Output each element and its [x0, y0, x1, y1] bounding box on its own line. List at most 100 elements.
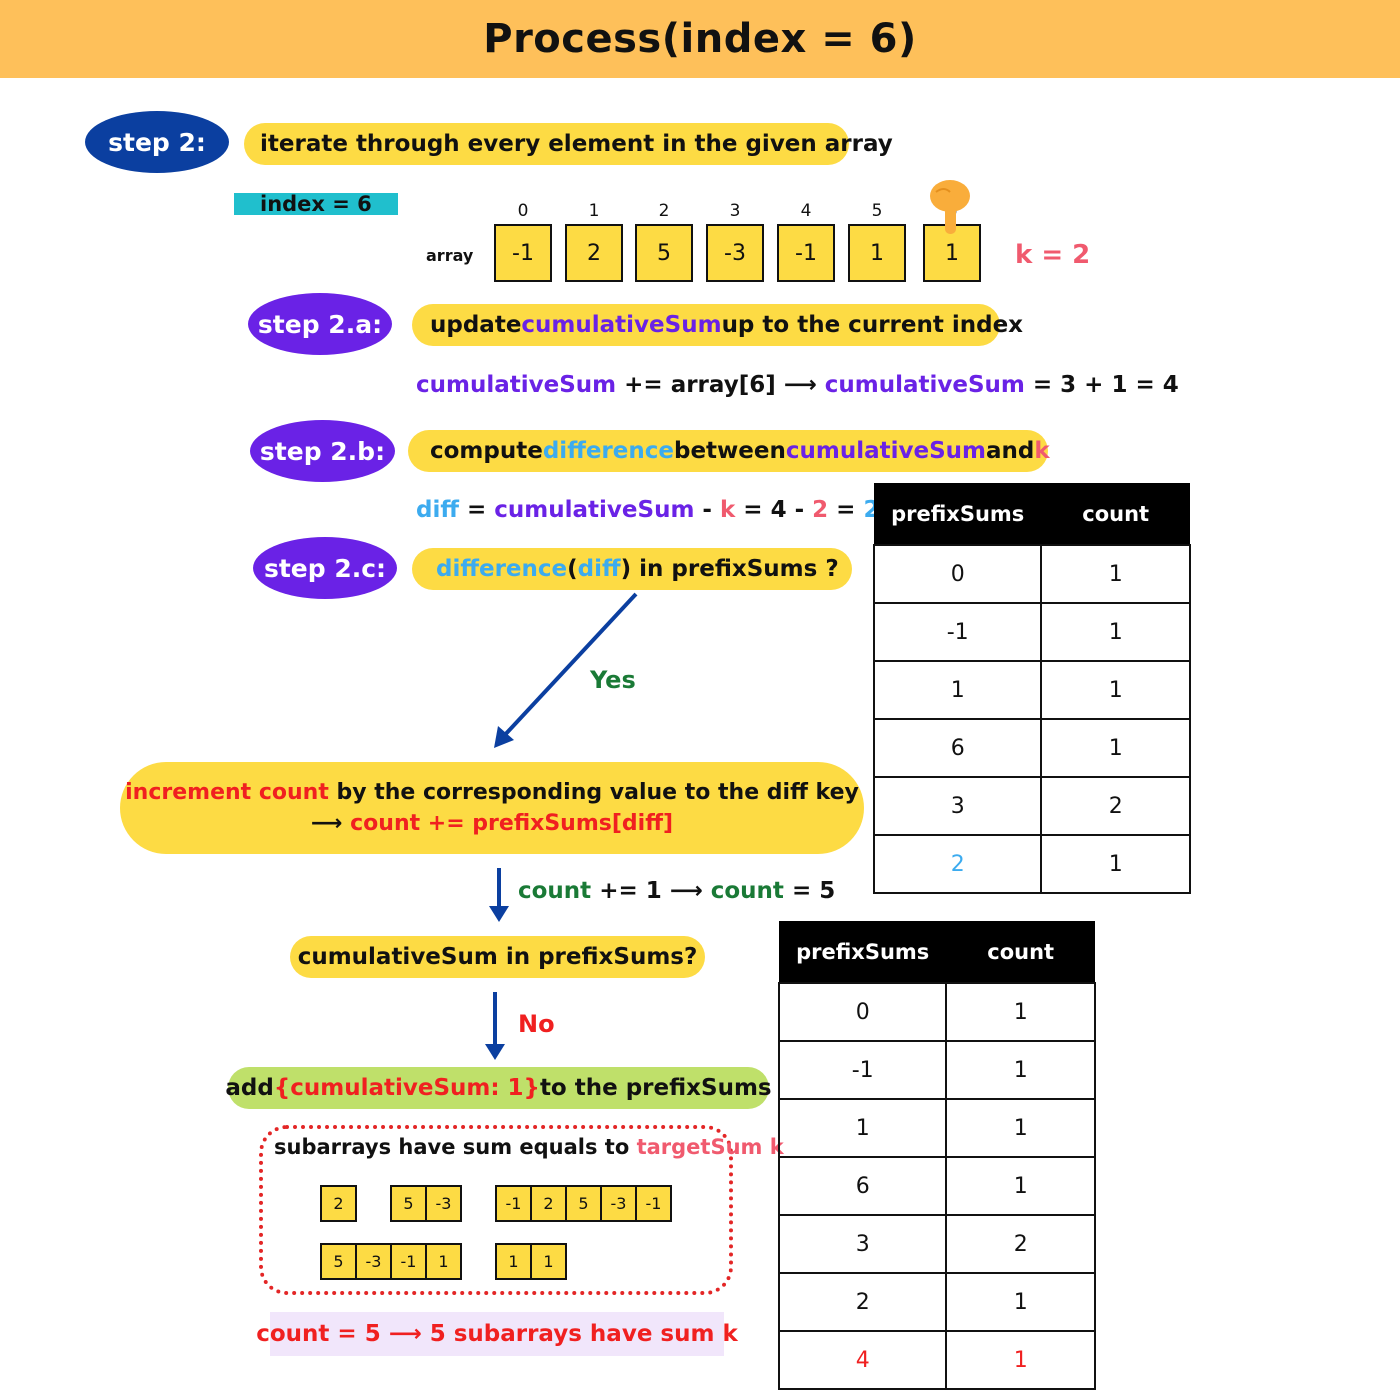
subarrays-title-red: targetSum k — [636, 1135, 784, 1159]
step-2c-text: difference(diff) in prefixSums ? — [412, 548, 852, 590]
increment-arrow: ⟶ — [310, 811, 351, 836]
increment-line-1: increment count by the corresponding val… — [125, 780, 859, 805]
add-red: {cumulativeSum: 1} — [273, 1075, 540, 1101]
step-2b-cs: cumulativeSum — [785, 438, 987, 464]
table-cell: 1 — [872, 660, 1043, 720]
step-2c-diff-word: difference — [436, 556, 568, 582]
index-tag: index = 6 — [234, 192, 398, 216]
table-header-cell: prefixSums — [779, 921, 947, 983]
table-cell: 1 — [1040, 544, 1191, 604]
formula-b-diff: diff — [416, 497, 459, 523]
subarrays-box — [259, 1125, 733, 1295]
header-bar: Process(index = 6) — [0, 0, 1400, 78]
array-index-label: 1 — [588, 201, 600, 221]
increment-rest: by the corresponding value to the diff k… — [328, 780, 859, 805]
increment-red: increment count — [125, 780, 329, 805]
table-cell: 2 — [872, 834, 1043, 894]
add-pre: add — [225, 1075, 274, 1101]
subarray-cell: 5 — [390, 1185, 427, 1222]
subarray-cell: 1 — [495, 1243, 532, 1280]
table-cell: -1 — [777, 1040, 948, 1100]
array-cell: -1 — [777, 224, 835, 282]
step-2-text: iterate through every element in the giv… — [244, 123, 893, 165]
step-2b-and: and — [986, 438, 1035, 464]
formula-a-op: += array[6] ⟶ — [616, 372, 825, 398]
k-label: k = 2 — [1015, 240, 1091, 270]
subarray-cell: 1 — [530, 1243, 567, 1280]
table-cell: 1 — [1040, 718, 1191, 778]
yes-arrow — [494, 592, 638, 748]
subarray-cell: -3 — [355, 1243, 392, 1280]
result-banner: count = 5 ⟶ 5 subarrays have sum k — [256, 1312, 738, 1356]
subarray-cell: -1 — [495, 1185, 532, 1222]
table-cell: -1 — [872, 602, 1043, 662]
no-label: No — [518, 1010, 555, 1038]
step-2c-open: ( — [567, 556, 578, 582]
array-cell: -3 — [706, 224, 764, 282]
table-cell: 6 — [872, 718, 1043, 778]
down-arrow-1 — [489, 868, 509, 922]
table-header-cell: count — [946, 921, 1095, 983]
down-arrow-2 — [485, 992, 505, 1060]
table-cell: 1 — [777, 1098, 948, 1158]
table-cell: 1 — [945, 1330, 1096, 1390]
subarray-cell: 2 — [530, 1185, 567, 1222]
table-cell: 1 — [1040, 834, 1191, 894]
table-cell: 0 — [872, 544, 1043, 604]
array-cell: -1 — [494, 224, 552, 282]
subarray-cell: 2 — [320, 1185, 357, 1222]
step-2b-pre: compute — [430, 438, 543, 464]
table-cell: 1 — [945, 1156, 1096, 1216]
step-2a-prefix: update — [430, 312, 522, 338]
step-2b-mid: between — [673, 438, 786, 464]
subarray-group: 2 — [320, 1185, 357, 1222]
table-cell: 3 — [872, 776, 1043, 836]
count-update-rest: = 5 — [783, 878, 836, 904]
formula-b-two: 2 — [812, 497, 829, 523]
count-update-mid: += 1 ⟶ — [591, 878, 711, 904]
subarray-cell: -1 — [635, 1185, 672, 1222]
array-index-label: 3 — [729, 201, 741, 221]
table-cell: 0 — [777, 982, 948, 1042]
add-box: add {cumulativeSum: 1} to the prefixSums — [225, 1067, 772, 1109]
count-update-c2: count — [710, 878, 784, 904]
table-cell: 6 — [777, 1156, 948, 1216]
increment-box: increment count by the corresponding val… — [120, 762, 864, 854]
array-label: array — [426, 246, 474, 265]
subarrays-title-pre: subarrays have sum equals to — [274, 1135, 637, 1159]
formula-b-k: k — [719, 497, 736, 523]
formula-b-rest2: = — [828, 497, 864, 523]
formula-a-var1: cumulativeSum — [416, 372, 617, 398]
table-cell: 3 — [777, 1214, 948, 1274]
subarray-cell: -3 — [600, 1185, 637, 1222]
step-2c-close: ) in prefixSums ? — [620, 556, 839, 582]
add-post: to the prefixSums — [539, 1075, 772, 1101]
subarrays-title: subarrays have sum equals to targetSum k — [274, 1135, 784, 1159]
step-2b-k: k — [1034, 438, 1050, 464]
formula-a-rest: = 3 + 1 = 4 — [1024, 372, 1179, 398]
subarray-cell: -1 — [390, 1243, 427, 1280]
count-update: count += 1 ⟶ count = 5 — [518, 878, 835, 904]
array-cell: 5 — [635, 224, 693, 282]
table-cell: 2 — [1040, 776, 1191, 836]
array-index-label: 0 — [517, 201, 529, 221]
array-cell: 2 — [565, 224, 623, 282]
step-2b-text: compute difference between cumulativeSum… — [408, 430, 1050, 472]
subarray-cell: 1 — [425, 1243, 462, 1280]
subarray-cell: -3 — [425, 1185, 462, 1222]
subarray-cell: 5 — [320, 1243, 357, 1280]
increment-formula: count += prefixSums[diff] — [350, 811, 674, 836]
table-cell: 1 — [945, 1040, 1096, 1100]
array-index-label: 4 — [800, 201, 812, 221]
step-2b-diff: difference — [542, 438, 674, 464]
